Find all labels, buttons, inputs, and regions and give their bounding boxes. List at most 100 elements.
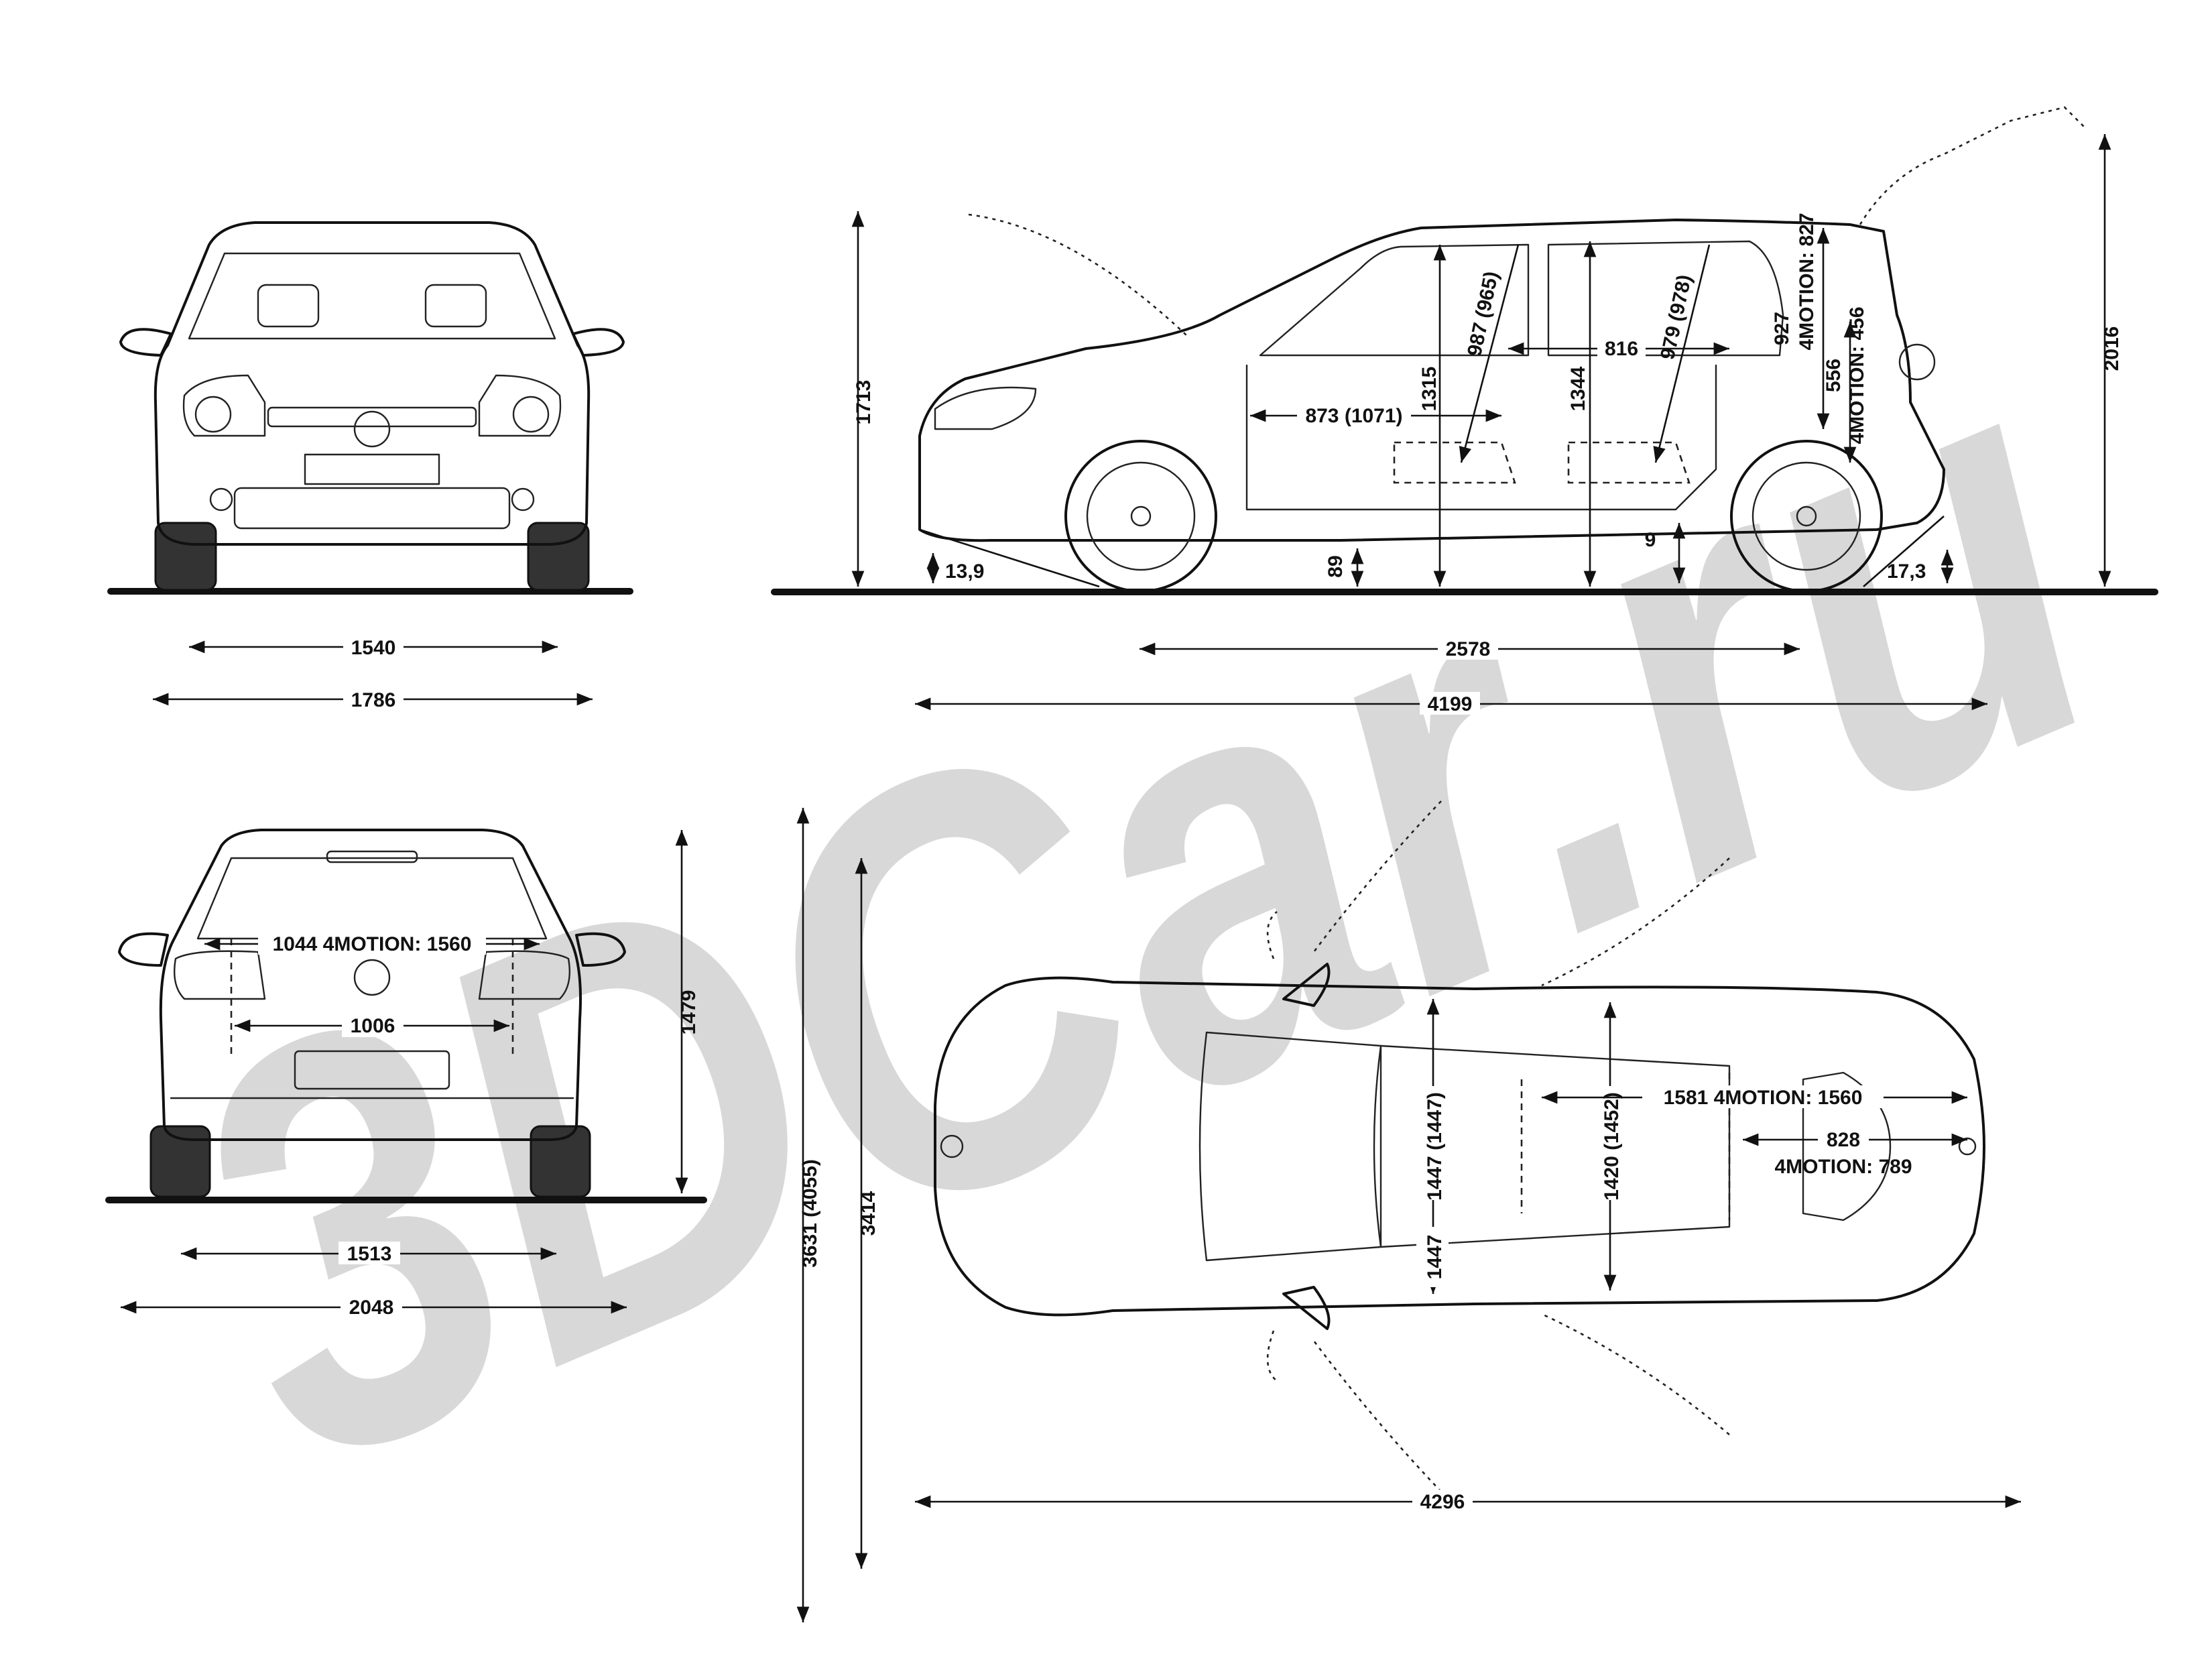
side-rear-rim: [1752, 461, 1861, 571]
front-lower-intake: [233, 487, 511, 530]
side-view: 1713 2016 1315 1344 987 (965) 979 (978) …: [771, 106, 2158, 715]
sill-step-label: 9: [1645, 529, 1656, 551]
front-left-headlight: [182, 374, 266, 437]
width-doors-open-label: 3414: [857, 1191, 879, 1236]
top-right-mirror: [1282, 1286, 1331, 1330]
side-headlight: [934, 386, 1037, 430]
side-rear-seat: [1567, 441, 1691, 484]
load-length-label: 1581 4MOTION: 1560: [1664, 1087, 1863, 1109]
vw-top-rear-logo-icon: [1958, 1137, 1977, 1156]
side-front-seat: [1393, 441, 1516, 484]
front-right-mirror: [572, 328, 625, 357]
boot-open-height-label: 2016: [2101, 326, 2123, 371]
wheelbase-label: 2578: [1446, 638, 1491, 660]
label-bg: [1297, 402, 1411, 425]
front-seat-headroom-label: 1315: [1418, 367, 1440, 412]
rear-left-mirror: [118, 932, 169, 967]
label-bg: [1412, 1490, 1473, 1512]
rear-number-plate: [294, 1050, 450, 1090]
rear-right-taillight: [478, 950, 570, 1000]
rear-headroom-4motion-label: 4MOTION: 827: [1796, 213, 1818, 350]
front-track-width-label: 1540: [351, 637, 396, 659]
front-approach-line: [919, 528, 1100, 588]
bonnet-open-arc: [968, 213, 1187, 336]
vw-rear-logo-icon: [353, 959, 391, 996]
rear-body-outline: [159, 829, 582, 1141]
front-view: 1540 1786: [107, 221, 633, 711]
top-right-mirror-arc: [1266, 1330, 1278, 1382]
load-height-label: 556: [1823, 359, 1845, 392]
label-bg: [1416, 1227, 1449, 1287]
front-number-plate: [304, 453, 440, 485]
boot-open-arc: [1859, 106, 2085, 225]
top-rear-right-door-arc: [1541, 1313, 1730, 1435]
label-bg: [343, 688, 404, 711]
front-overhang-angle-label: 13,9: [945, 560, 984, 583]
label-bg: [1818, 1128, 1869, 1151]
label-bg: [342, 1014, 404, 1037]
top-front-left-door-arc: [1312, 800, 1442, 953]
top-front-right-door-arc: [1312, 1340, 1442, 1492]
front-left-lamp: [194, 396, 232, 433]
side-height-label: 1713: [853, 380, 875, 425]
load-floor-length-label: 828: [1827, 1129, 1860, 1151]
rear-width-with-mirrors-label: 2048: [349, 1297, 394, 1319]
front-body-outline: [153, 221, 591, 546]
rear-brake-light: [326, 850, 418, 863]
front-left-seat: [257, 284, 320, 328]
front-grille: [267, 406, 477, 428]
front-windscreen: [188, 252, 556, 340]
vw-top-front-logo-icon: [940, 1134, 964, 1158]
side-rear-hub: [1796, 505, 1817, 527]
front-overall-width-label: 1786: [351, 689, 396, 711]
rear-track-width-label: 1513: [347, 1243, 392, 1265]
front-legroom-line: [1459, 244, 1520, 463]
rear-knee-room-label: 816: [1605, 338, 1638, 360]
side-front-hub: [1130, 505, 1152, 527]
label-bg: [1416, 1086, 1449, 1200]
front-left-mirror: [119, 328, 172, 357]
rear-right-tyre: [530, 1125, 591, 1198]
label-bg: [1420, 692, 1480, 715]
rear-headroom-label: 927: [1771, 312, 1793, 345]
front-left-tyre: [154, 522, 217, 591]
load-floor-length-4motion-label: 4MOTION: 789: [1774, 1156, 1912, 1178]
width-with-doors-label: 3631 (4055): [799, 1159, 821, 1268]
side-door-lines: [1245, 364, 1717, 511]
rear-left-tyre: [149, 1125, 211, 1198]
top-body-outline: [934, 976, 1985, 1317]
top-rear-left-door-arc: [1541, 857, 1730, 987]
side-taillight: [1898, 343, 1936, 381]
front-right-seat: [424, 284, 487, 328]
interior-height-label: 1344: [1567, 366, 1589, 411]
rear-view: 1044 4MOTION: 1560 1006 1479 1513 2048: [105, 829, 707, 1319]
length-label: 4199: [1428, 693, 1473, 715]
rear-overhang-angle-label: 17,3: [1887, 560, 1926, 583]
side-front-rim: [1086, 461, 1196, 571]
front-right-headlight: [478, 374, 562, 437]
label-bg: [1594, 1086, 1626, 1200]
length-doors-open-label: 4296: [1420, 1491, 1465, 1513]
side-body-outline: [918, 219, 1945, 542]
label-bg: [1597, 335, 1646, 358]
label-bg: [258, 932, 486, 955]
label-bg: [343, 636, 404, 658]
side-front-window: [1259, 243, 1530, 357]
rear-departure-line: [1863, 516, 1945, 587]
rear-left-taillight: [174, 950, 266, 1000]
side-rear-wheel: [1730, 440, 1883, 593]
front-legroom-label: 987 (965): [1463, 270, 1503, 358]
ground-clearance-label: 89: [1325, 555, 1347, 577]
load-sill-width-label: 1006: [351, 1015, 395, 1037]
front-right-lamp: [512, 396, 550, 433]
side-front-wheel: [1064, 440, 1217, 593]
label-bg: [339, 1242, 400, 1264]
front-elbow-width-label: 1447: [1424, 1235, 1446, 1280]
front-right-foglight: [511, 487, 535, 512]
rear-width-label: 1420 (1452): [1601, 1092, 1623, 1201]
top-view: 1447 (1447) 1447 1420 (1452) 1581 4MOTIO…: [796, 800, 2021, 1622]
seat-distance-label: 873 (1071): [1305, 405, 1402, 427]
top-left-mirror: [1282, 963, 1331, 1007]
rear-height-label: 1479: [678, 990, 700, 1035]
